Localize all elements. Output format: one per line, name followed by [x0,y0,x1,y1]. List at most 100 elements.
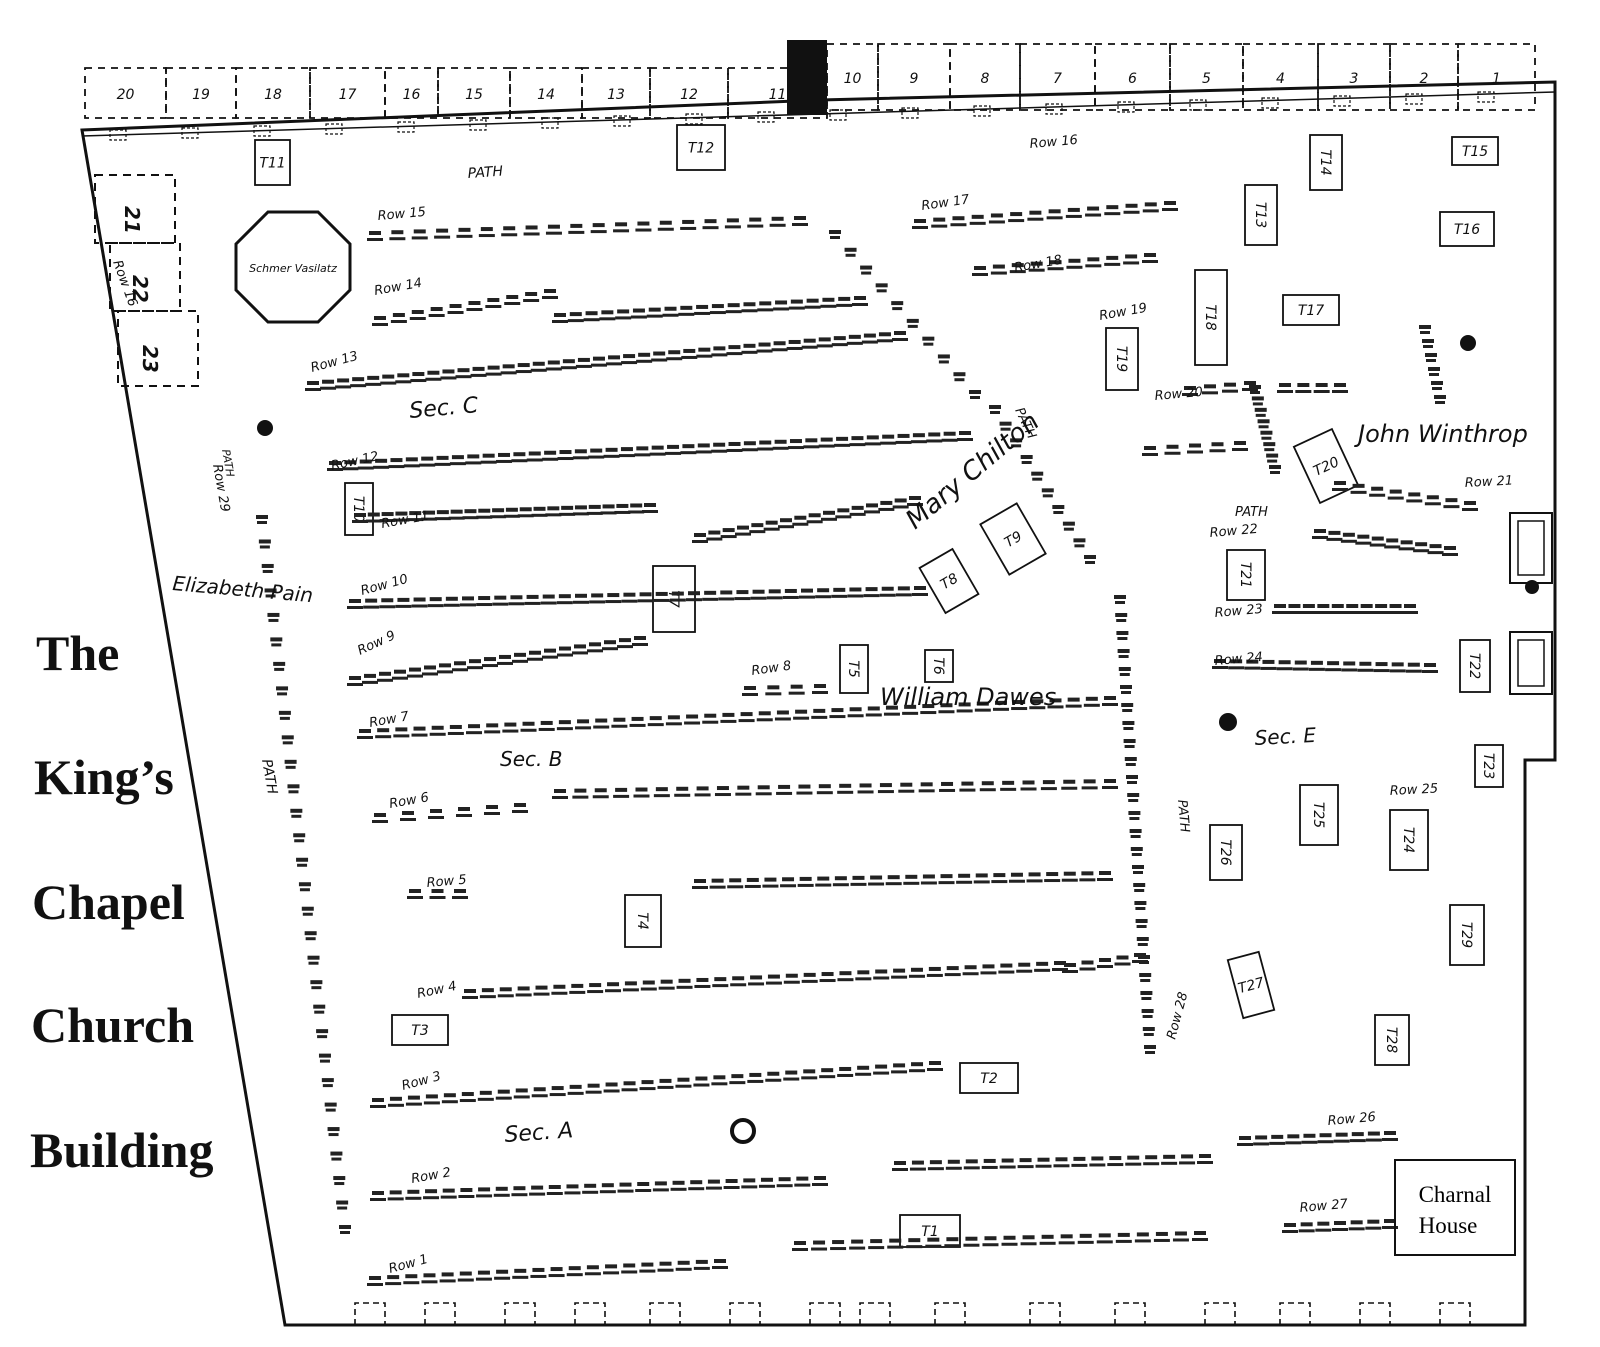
grave-marker [367,231,383,241]
grave-marker [763,520,780,531]
grave-marker [443,596,460,607]
grave-marker [421,510,438,521]
grave-marker [982,1236,999,1247]
grave-marker [575,357,592,368]
grave-marker [542,450,559,461]
grave-marker [1039,1234,1056,1245]
grave-marker [470,366,487,377]
grave-marker [729,1074,746,1085]
grave-marker [902,704,919,715]
grave-marker [801,338,818,349]
grave-marker [835,508,852,519]
grave-marker [1116,631,1129,640]
grave-marker [812,1176,828,1186]
grave-marker [783,973,800,984]
grave-marker [999,1158,1016,1169]
grave-marker [618,447,635,458]
grave-marker [1142,253,1158,263]
grave-marker [1034,961,1051,972]
grave-marker [771,341,788,352]
grave-marker [437,663,453,674]
grave-marker [941,431,958,442]
top-plot-label: 9 [910,71,919,87]
grave-marker [1422,339,1434,348]
grave-marker [403,457,420,468]
grave-marker [365,375,382,386]
grave-marker [1123,254,1140,265]
grave-marker [898,782,915,793]
grave-marker [1254,407,1267,417]
grave-marker [1047,260,1064,271]
grave-marker [892,498,909,509]
grave-marker [702,713,719,724]
grave-marker [405,1189,422,1200]
grave-marker [1052,961,1068,971]
bottom-plot [1439,1302,1471,1325]
grave-marker [1182,386,1198,396]
grave-marker [1016,962,1033,973]
grave-marker [780,877,797,888]
grave-marker [981,1158,998,1169]
grave-marker [605,593,622,604]
grave-marker [1142,1027,1155,1036]
grave-marker [617,1182,634,1193]
grave-marker [868,875,885,886]
grave-marker [1357,661,1374,672]
grave-marker [372,316,388,326]
grave-marker [1114,595,1126,604]
grave-marker [765,1071,782,1082]
grave-marker [533,985,550,996]
tomb-T10: T10 [344,482,374,536]
grave-marker [811,1240,828,1251]
grave-marker [747,1072,764,1083]
grave-marker [1085,257,1102,268]
grave-marker [702,590,719,601]
grave-marker [920,704,937,715]
grave-marker [586,504,603,515]
grave-marker [1065,207,1082,218]
top-plot [1094,43,1171,111]
tomb-label: T10 [350,496,366,522]
grave-marker [909,1062,926,1073]
grave-marker [267,612,280,622]
grave-marker [1402,604,1418,614]
grave-marker [797,876,814,887]
grave-marker [367,1276,383,1286]
grave-marker [1096,1233,1113,1244]
grave-marker [1128,811,1141,820]
top-plot-label: 19 [192,87,210,103]
tomb-T28: T28 [1374,1014,1410,1066]
grave-marker [635,1182,652,1192]
tomb-T11: T11 [254,139,291,186]
grave-marker [387,1190,404,1201]
grave-marker [653,787,670,798]
tomb-T16: T16 [1439,211,1495,247]
grave-marker [427,597,444,608]
grave-marker [1083,696,1100,707]
tomb-T27: T27 [1226,950,1276,1020]
tomb-T18: T18 [1194,269,1228,366]
grave-marker [959,781,976,792]
grave-marker [956,873,973,884]
grave-marker [895,586,912,597]
grave-marker [855,970,872,981]
grave-marker [772,439,789,450]
grave-marker [782,588,799,599]
grave-marker [776,1177,793,1188]
top-plot-label: 4 [1276,71,1285,87]
grave-marker [1104,205,1121,216]
grave-marker [742,686,758,696]
grave-marker [1348,1220,1365,1231]
grave-marker [1202,384,1218,395]
grave-marker [587,642,603,653]
grave-marker [395,373,412,384]
grave-marker [1135,919,1148,928]
grave-marker [876,332,893,343]
grave-marker [688,1180,705,1191]
grave-marker [1117,101,1135,113]
grave-marker [974,701,991,712]
grave-marker [276,686,289,696]
grave-marker [885,875,902,886]
grave-marker [1237,1136,1253,1146]
grave-marker [390,313,407,323]
